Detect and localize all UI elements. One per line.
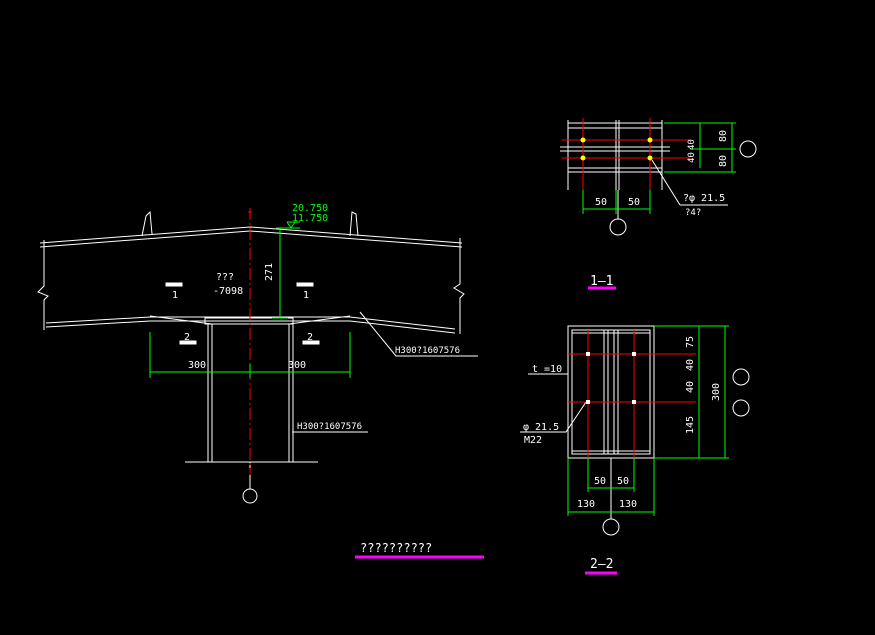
dim-text-left: 300 [188, 360, 206, 371]
haunch-left [149, 315, 213, 325]
section-1-1 [560, 120, 757, 236]
s22-texts: t =10 φ 21.5 M22 75 40 40 145 300 50 50 … [523, 336, 722, 572]
s11-texts: 80 80 40 40 50 50 ?φ 21.5 ?4? 1—1 [590, 130, 729, 289]
center-value: -7098 [213, 286, 243, 297]
s22-dim-v-mid2: 40 [685, 381, 696, 393]
s22-dim-h-inner-left: 50 [594, 476, 606, 487]
s11-dim-v-inner-b: 40 [687, 152, 697, 163]
section-label-1-left: 1 [172, 290, 178, 301]
s11-side-bubble [739, 140, 757, 158]
s22-dim-v-mid1: 40 [685, 359, 696, 371]
end-plate [204, 317, 294, 325]
purlin-support-right [349, 211, 359, 237]
section-arrow-2-left [179, 340, 197, 345]
beam-bottom-flange-inner [45, 320, 456, 334]
section-label-2-right: 2 [307, 332, 313, 343]
s11-bolt [647, 155, 653, 161]
dim-text-right: 300 [288, 360, 306, 371]
s22-dimensions [567, 325, 729, 516]
s22-dim-h-outer-right: 130 [619, 499, 637, 510]
height-dim-text: 271 [264, 263, 275, 281]
s11-bolts [580, 137, 653, 161]
s11-dim-v-inner-a: 40 [687, 139, 697, 150]
main-title: ?????????? [360, 541, 432, 555]
main-elevation-view [37, 210, 478, 504]
section-arrow-1-right [296, 282, 314, 287]
s22-bolt [632, 352, 636, 356]
elevation-bottom: 11.750 [292, 213, 328, 224]
s11-bolt-sub: ?4? [685, 208, 701, 218]
section-arrow-2-right [302, 340, 320, 345]
beam-top-flange [39, 226, 463, 244]
s22-dim-v-bottom: 145 [685, 416, 696, 434]
s22-dim-v-total: 300 [711, 383, 722, 401]
s22-bolt [586, 352, 590, 356]
s22-plate-label: t =10 [532, 364, 562, 375]
s22-bolt [586, 400, 590, 404]
break-line-right [453, 238, 465, 334]
s11-dim-h-left: 50 [595, 197, 607, 208]
s22-web-2 [613, 329, 619, 455]
haunch-right [288, 315, 351, 325]
main-dimensions [149, 221, 351, 378]
section-2-2 [520, 325, 750, 536]
s22-dim-h-outer-left: 130 [577, 499, 595, 510]
s22-dim-h-inner-right: 50 [617, 476, 629, 487]
s22-end-plate-inner [571, 329, 651, 455]
s22-title: 2—2 [590, 557, 613, 572]
elevation-top: 20.750 [292, 203, 328, 214]
beam-label-leader [359, 311, 478, 357]
s11-bolt [647, 137, 653, 143]
beam-section-label: H300?1607576 [395, 346, 460, 356]
column-section-label: H300?1607576 [297, 422, 362, 432]
s22-web [603, 329, 609, 455]
s22-dim-v-top: 75 [685, 336, 696, 348]
s22-side-bubble-top [732, 368, 750, 386]
s11-bolt [580, 155, 586, 161]
s22-side-bubble-bot [732, 399, 750, 417]
section-arrow-1-left [165, 282, 183, 287]
s22-hole-label: φ 21.5 [523, 422, 559, 433]
s11-dim-v-top: 80 [718, 130, 729, 142]
s11-bolt [580, 137, 586, 143]
s11-dimensions [582, 122, 736, 214]
section-label-1-right: 1 [303, 290, 309, 301]
s22-hole-leader [520, 401, 587, 433]
section-label-2-left: 2 [184, 332, 190, 343]
main-texts: 20.750 11.750 1 1 ??? -7098 271 2 2 300 … [172, 203, 460, 555]
s11-dim-h-right: 50 [628, 197, 640, 208]
section-marks [165, 282, 320, 345]
break-line-left [37, 240, 49, 330]
s22-bolt-label: M22 [524, 435, 542, 446]
s11-title: 1—1 [590, 274, 613, 289]
s11-bolt-label: ?φ 21.5 [683, 193, 725, 204]
purlin-support-left [141, 210, 153, 237]
s22-bolts [586, 352, 636, 404]
elevation-triangle [286, 221, 296, 229]
center-label: ??? [216, 272, 234, 283]
s22-bolt [632, 400, 636, 404]
s11-bolt-leader [651, 159, 681, 206]
s11-dim-v-bottom: 80 [718, 155, 729, 167]
